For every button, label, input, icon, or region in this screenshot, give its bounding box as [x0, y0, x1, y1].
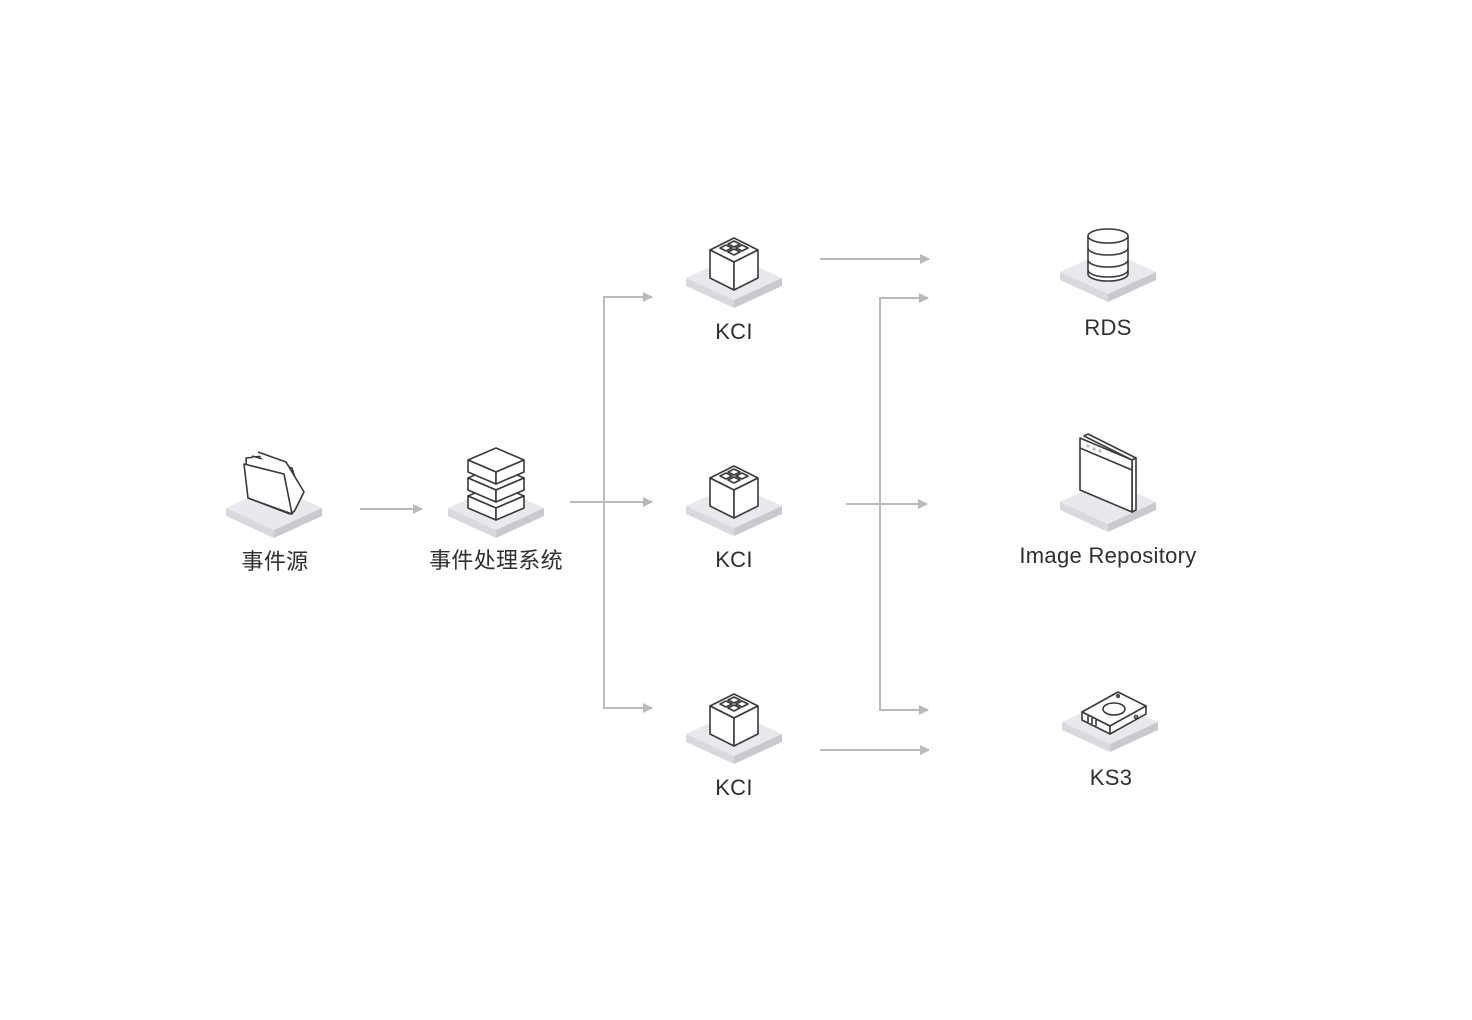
node-kci-top[interactable]: [686, 237, 782, 308]
arrow-bus-to-ks3: [879, 504, 929, 715]
container-cube-icon: [709, 465, 759, 519]
kci-top-label: KCI: [715, 319, 753, 344]
node-ks3[interactable]: [1062, 691, 1158, 752]
node-kci-middle[interactable]: [686, 465, 782, 536]
window-icon: [1079, 433, 1137, 513]
event-processing-label: 事件处理系统: [429, 549, 563, 574]
ks3-label: KS3: [1089, 765, 1133, 790]
arrow-processing-to-kci-bottom: [603, 502, 653, 713]
node-rds[interactable]: [1060, 228, 1156, 302]
storage-drive-icon: [1081, 691, 1147, 735]
node-event-source[interactable]: [226, 451, 322, 538]
database-icon: [1087, 228, 1129, 282]
node-event-processing[interactable]: [448, 447, 544, 538]
node-kci-bottom[interactable]: [686, 693, 782, 764]
arrow-bus-to-rds: [879, 293, 929, 504]
event-source-label: 事件源: [241, 550, 309, 575]
server-stack-icon: [467, 447, 525, 521]
kci-middle-label: KCI: [715, 547, 753, 572]
kci-bottom-label: KCI: [715, 775, 753, 800]
image-repository-label: Image Repository: [1019, 543, 1197, 568]
rds-label: RDS: [1084, 315, 1132, 340]
connectors: [360, 254, 930, 755]
arrow-processing-to-kci-top: [603, 292, 653, 502]
container-cube-icon: [709, 237, 759, 291]
node-image-repository[interactable]: [1060, 433, 1156, 532]
folder-icon: [243, 451, 305, 515]
container-cube-icon: [709, 693, 759, 747]
